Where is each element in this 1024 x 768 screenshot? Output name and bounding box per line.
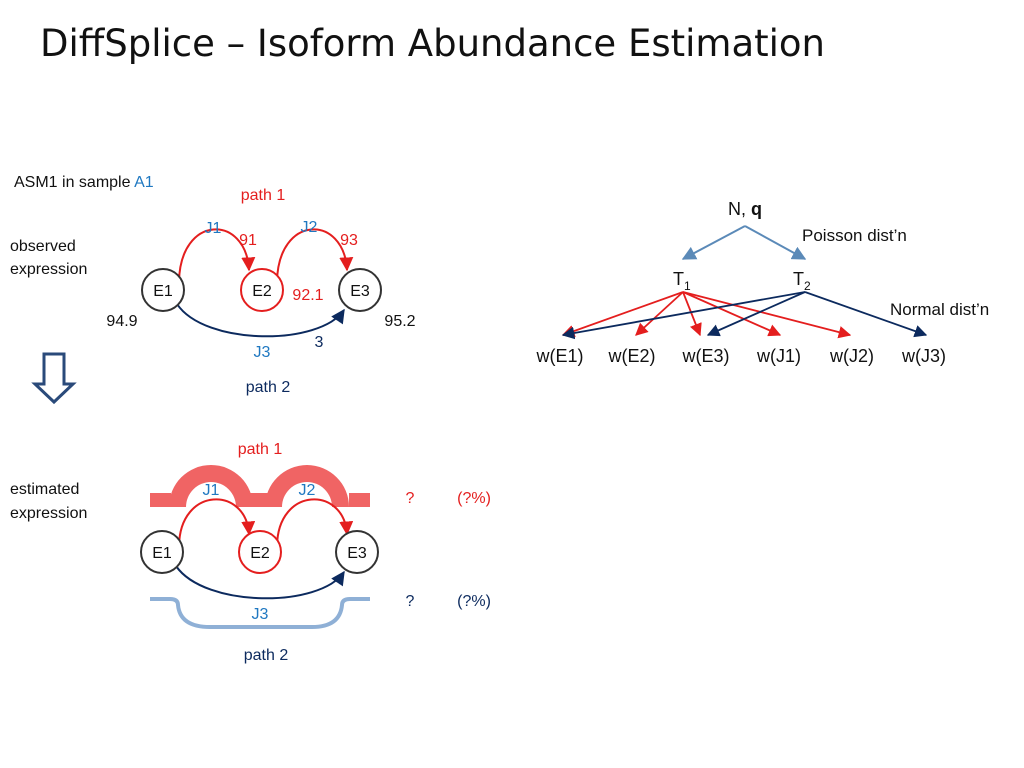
top-e3-value: 95.2 [384,313,415,330]
t2-node: T2 [793,269,811,293]
path1-percent: (?%) [457,490,491,507]
bottom-j1-arc [178,498,256,547]
path2-abundance: ? [406,593,415,610]
bottom-exon-e3-label: E3 [347,545,367,562]
bottom-exon-e2-label: E2 [250,545,270,562]
w-node-j2: w(J2) [829,346,874,366]
top-exon-e1-label: E1 [153,283,173,300]
t2-edges [561,291,928,340]
top-j2-arc [276,228,354,283]
top-j3-label: J3 [254,344,271,361]
t1-node: T1 [673,269,691,293]
path1-abundance: ? [406,490,415,507]
root-to-t1-arrow [681,225,746,260]
top-exon-e2: E2 [240,268,284,312]
bottom-j2-arc [276,498,354,547]
bottom-j2-label: J2 [299,482,316,499]
bottom-exon-e1: E1 [140,530,184,574]
model-root: N, q [728,199,762,219]
normal-label: Normal dist’n [890,300,989,319]
top-j1-arc [178,228,256,283]
w-node-e1: w(E1) [535,346,583,366]
bottom-exon-e2: E2 [238,530,282,574]
top-e2-value: 92.1 [292,287,323,304]
top-j1-value: 91 [239,232,257,249]
path1-band [150,465,370,507]
top-exon-e3: E3 [338,268,382,312]
top-j3-value: 3 [315,334,324,351]
path2-percent: (?%) [457,593,491,610]
w-node-j3: w(J3) [901,346,946,366]
top-path1-label: path 1 [241,187,286,204]
bottom-exon-e1-label: E1 [152,545,172,562]
bottom-j3-label: J3 [252,606,269,623]
t1-edges [561,291,852,339]
hollow-down-arrow-icon [31,352,77,405]
top-j2-label: J2 [301,219,318,236]
path2-band [150,597,370,629]
model-root-q: q [751,199,762,219]
page-title: DiffSplice – Isoform Abundance Estimatio… [40,22,825,65]
top-e1-value: 94.9 [106,313,137,330]
sample-name: A1 [134,174,154,191]
w-node-e3: w(E3) [681,346,729,366]
bottom-j1-label: J1 [203,482,220,499]
top-j3-arc [176,303,345,338]
bottom-path2-label: path 2 [244,647,289,664]
estimated-label-line1: estimated [10,481,79,498]
top-exon-e3-label: E3 [350,283,370,300]
asm-label: ASM1 in sample A1 [14,174,154,191]
w-node-e2: w(E2) [607,346,655,366]
observed-label-line2: expression [10,261,87,278]
top-exon-e1: E1 [141,268,185,312]
estimated-label-line2: expression [10,505,87,522]
w-node-j1: w(J1) [756,346,801,366]
top-j1-label: J1 [205,220,222,237]
bottom-j3-arc [175,565,345,600]
top-exon-e2-label: E2 [252,283,272,300]
observed-label-line1: observed [10,238,76,255]
poisson-label: Poisson dist’n [802,226,907,245]
bottom-exon-e3: E3 [335,530,379,574]
top-path2-label: path 2 [246,379,291,396]
bottom-path1-label: path 1 [238,441,283,458]
top-j2-value: 93 [340,232,358,249]
root-to-t2-arrow [744,225,807,260]
